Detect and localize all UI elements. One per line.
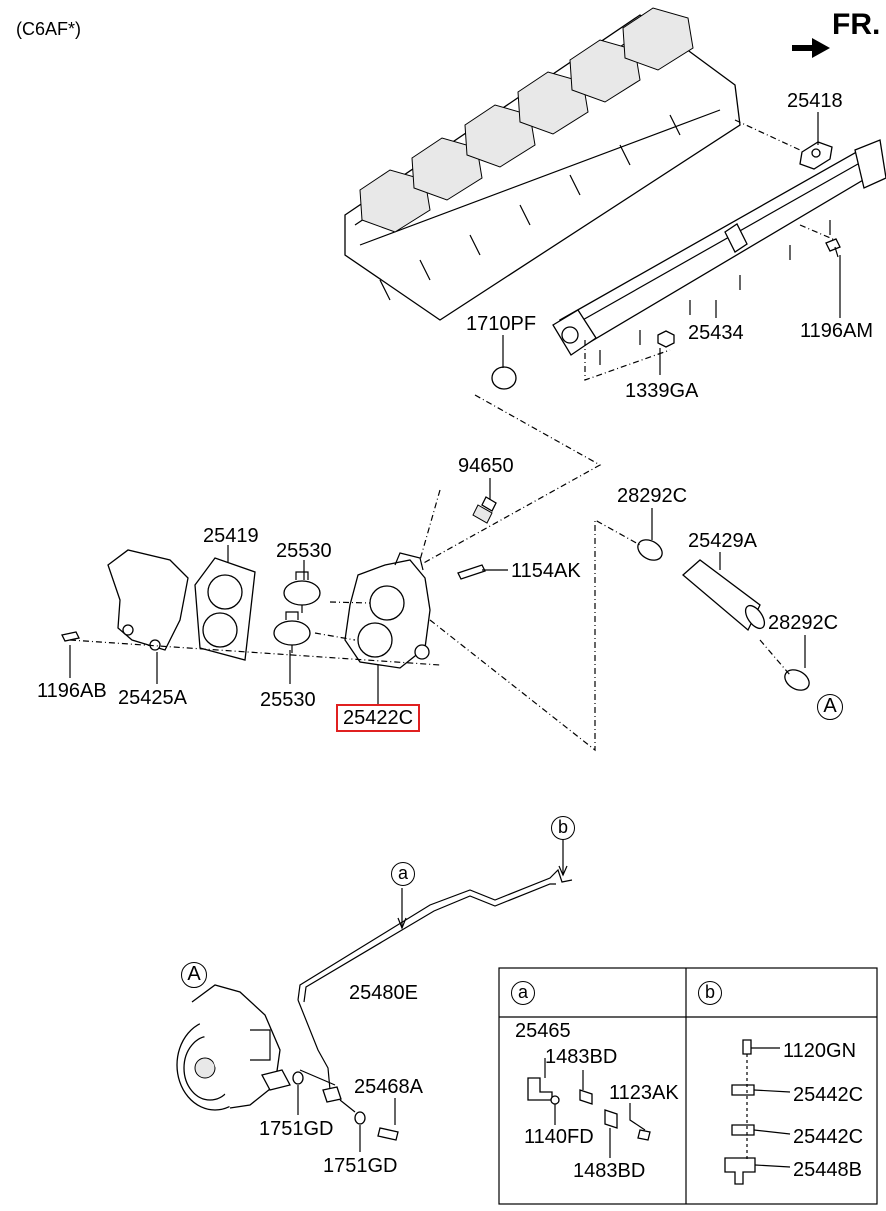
part-label-1196am[interactable]: 1196AM [800, 320, 874, 342]
water-pump-illustration [176, 984, 291, 1111]
clamp-28292c-bottom-icon [784, 669, 810, 691]
part-label-25425a[interactable]: 25425A [118, 687, 187, 709]
clip-1483bd-bottom-icon [604, 1109, 618, 1129]
thermostat-25530-bottom-icon [273, 611, 311, 653]
bolt-1154ak-icon [457, 564, 486, 580]
gasket-25419-icon [194, 557, 256, 661]
bolt-1196ab-icon [61, 631, 80, 642]
bypass-pipe-25480e-icon [297, 999, 331, 1091]
legend-panel-b-key: b [698, 981, 722, 1005]
part-label-25429a[interactable]: 25429A [688, 530, 757, 552]
part-label-1339ga[interactable]: 1339GA [625, 380, 699, 402]
bolt-1140fd-icon [550, 1095, 560, 1105]
legend-a-item-1483bd-bottom[interactable]: 1483BD [573, 1160, 646, 1182]
legend-b-item-25442c-top[interactable]: 25442C [793, 1084, 864, 1106]
part-label-25468a[interactable]: 25468A [354, 1076, 423, 1098]
callout-a-lower: A [181, 962, 207, 988]
part-label-1154ak[interactable]: 1154AK [511, 560, 581, 582]
part-label-28292c-top[interactable]: 28292C [617, 485, 688, 507]
bolt-1196am-icon [825, 238, 841, 258]
gasket-1751gd-left-icon [292, 1071, 304, 1085]
legend-a-item-1483bd-top[interactable]: 1483BD [545, 1046, 618, 1068]
bolt-25468a-icon [377, 1127, 399, 1141]
sensor-94650-icon [472, 496, 497, 524]
legend-b-item-25442c-bottom[interactable]: 25442C [793, 1126, 864, 1148]
part-label-25419[interactable]: 25419 [203, 525, 259, 547]
callout-b-pipe: b [551, 816, 575, 840]
thermostat-25530-top-icon [283, 571, 321, 613]
part-label-1196ab[interactable]: 1196AB [37, 680, 107, 702]
legend-b-item-25448b[interactable]: 25448B [793, 1159, 862, 1181]
legend-a-item-1123ak[interactable]: 1123AK [609, 1082, 679, 1104]
nut-1339ga-icon [657, 330, 675, 348]
part-label-25480e[interactable]: 25480E [349, 982, 418, 1004]
cylinder-head-illustration [344, 7, 741, 321]
part-label-1710pf[interactable]: 1710PF [466, 313, 537, 335]
part-label-25530-bottom[interactable]: 25530 [260, 689, 316, 711]
bolt-1123ak-icon [637, 1129, 651, 1141]
part-label-1751gd-bottom[interactable]: 1751GD [323, 1155, 398, 1177]
clamp-25442c-top-icon [731, 1084, 755, 1096]
part-label-25530-top[interactable]: 25530 [276, 540, 332, 562]
clamp-28292c-top-icon [637, 539, 663, 561]
bracket-25448b-icon [724, 1157, 756, 1185]
legend-a-item-1140fd[interactable]: 1140FD [524, 1126, 594, 1148]
bolt-1120gn-icon [742, 1039, 752, 1055]
part-label-25418[interactable]: 25418 [787, 90, 843, 112]
legend-a-item-25465[interactable]: 25465 [515, 1020, 571, 1042]
legend-b-item-1120gn[interactable]: 1120GN [783, 1040, 857, 1062]
part-label-25422c-selected[interactable]: 25422C [336, 704, 421, 732]
legend-table [498, 967, 878, 1205]
clip-1483bd-top-icon [579, 1089, 593, 1105]
part-label-94650[interactable]: 94650 [458, 455, 514, 477]
callout-a-pipe: a [391, 862, 415, 886]
callout-a-upper: A [817, 694, 843, 720]
part-label-1751gd-left[interactable]: 1751GD [259, 1118, 334, 1140]
clamp-25442c-bottom-icon [731, 1124, 755, 1136]
front-direction-label: FR. [832, 8, 881, 41]
thermostat-housing-cover-illustration [107, 549, 189, 651]
variant-code: (C6AF*) [16, 19, 82, 39]
front-arrow-icon [792, 38, 830, 58]
bracket-25465-icon [527, 1077, 553, 1101]
gasket-1751gd-bottom-icon [354, 1111, 366, 1125]
part-label-28292c-bottom[interactable]: 28292C [768, 612, 839, 634]
part-label-25434[interactable]: 25434 [688, 322, 744, 344]
hose-25429a-illustration [682, 559, 766, 632]
oring-1710pf-icon [491, 366, 517, 390]
thermostat-housing-25422c-illustration [344, 552, 431, 669]
legend-panel-a-key: a [511, 981, 535, 1005]
